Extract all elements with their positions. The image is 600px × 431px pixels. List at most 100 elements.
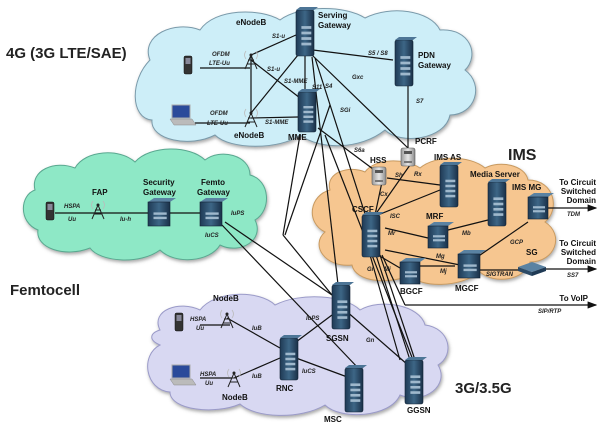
iface-iucs-femto: IuCS [205,233,219,239]
link-sgw-pgw [312,49,394,61]
iface-cx: Cx [380,192,388,198]
label-rnc: RNC [276,384,294,393]
iface-hspa2: HSPA [200,372,216,378]
mgcf-box-icon [457,250,486,279]
iface-iups: IuPS [306,316,319,322]
iface-s5s8: S5 / S8 [368,51,388,57]
enodeb1-antenna-icon [244,50,258,70]
ggsn-server-icon [404,357,427,405]
label-enodeb2: eNodeB [234,131,264,140]
label-cscf: CSCF [352,205,374,214]
region-title-ims: IMS [508,147,537,164]
mme-server-icon [297,89,320,133]
label-media: Media Server [470,170,520,179]
link-cscf-pcrf [374,164,411,216]
link-femtogw-sgsn [224,221,333,296]
iface-ofdm1: OFDM [212,52,231,58]
link-mme-down [282,134,301,236]
iface-sip: SIP/RTP [538,309,562,315]
pgw-server-icon [394,37,417,87]
link-cscf-ggsn-3 [379,254,416,361]
enodeb2-antenna-icon [244,108,258,128]
iface-mj: Mj [440,269,447,275]
link-rnc-sgsn [291,314,333,346]
label-mrf: MRF [426,212,443,221]
sgw-server-icon [295,7,318,57]
iface-gcp: GCP [510,240,524,246]
label-imsas: IMS AS [434,153,462,162]
link-hss-imsas [386,177,441,186]
iface-mr: Mr [388,231,396,237]
bgcf-box-icon [399,258,426,285]
femtogw-box-icon [199,198,228,227]
label-hss: HSS [370,156,387,165]
label-msc: MSC [324,415,342,424]
iface-s4: S4 [325,84,333,90]
region-title-umts: 3G/3.5G [455,380,512,397]
iface-mb: Mb [462,231,471,237]
iface-s1u-a: S1-u [272,34,285,40]
iface-iuh: Iu-h [120,217,131,223]
iface-lteuu1: LTE-Uu [209,61,230,67]
region-title-femto: Femtocell [10,282,80,299]
link-rnc-msc [295,357,351,379]
output-csd1-1: To Circuit [559,178,596,187]
output-voip: To VoIP [559,294,588,303]
label-sgsn: SGSN [326,334,349,343]
ue1-phone-icon [183,55,193,75]
label-nodeb1: NodeB [213,294,239,303]
iface-sgi: SGi [340,108,351,114]
label-femtogw-2: Gateway [197,188,230,197]
link-sgw-sgsn [311,56,341,303]
label-mgcf: MGCF [455,284,479,293]
iface-isc: ISC [390,214,401,220]
link-cscf-imsas [377,189,441,216]
label-sgw-1: Serving [318,11,347,20]
iface-sigtran: SIGTRAN [486,272,514,278]
iface-ss7: SS7 [567,273,579,279]
output-csd1-3: Domain [567,196,596,205]
link-enodeb1-sgw [250,34,297,56]
link-enodeb1-mme [250,59,301,99]
link-mme-hss [317,127,378,173]
interface-labels: OFDM LTE-Uu OFDM LTE-Uu S1-u S1-u S1-MME… [64,34,581,387]
hss-database-icon [371,166,387,186]
label-secgw-1: Security [143,178,175,187]
msc-server-icon [344,365,367,413]
link-nodeb2-rnc [233,357,281,379]
iface-mi: Mi [384,267,391,273]
iface-ofdm2: OFDM [210,111,229,117]
output-csd2-2: Switched [561,248,596,257]
nodeb1-antenna-icon [220,309,234,329]
iface-iucs: IuCS [302,369,316,375]
iface-tdm: TDM [567,212,581,218]
label-enodeb1: eNodeB [236,18,266,27]
link-hss-cscf [374,181,383,216]
output-csd2-1: To Circuit [559,239,596,248]
link-sgw-pcrf [311,54,411,151]
link-nodeb1-rnc [226,317,281,349]
label-secgw-2: Gateway [143,188,176,197]
ue3-phone-icon [174,312,184,332]
label-pcrf: PCRF [415,137,437,146]
iface-s1mme-a: S1-MME [284,79,308,85]
iface-iups-femto: IuPS [231,211,244,217]
label-sg: SG [526,248,538,257]
label-pgw-1: PDN [418,51,435,60]
ue-femto-phone-icon [45,201,55,221]
iface-gxc: Gxc [352,75,364,81]
media-server-icon [487,179,510,227]
link-sgw-femto [284,104,331,236]
iface-sh: Sh [395,173,403,179]
pcrf-database-icon [400,147,416,167]
label-pgw-2: Gateway [418,61,451,70]
iface-s11: S11 [312,85,323,91]
iface-s7: S7 [416,99,424,105]
imsas-server-icon [439,162,462,208]
link-enodeb2-mme [250,116,299,119]
sg-gateway-icon [518,262,546,276]
label-ggsn: GGSN [407,406,431,415]
node-labels: eNodeB eNodeB Serving Gateway PDN Gatewa… [92,11,541,424]
link-mme-sgsn [282,234,333,296]
sgsn-server-icon [331,282,354,330]
